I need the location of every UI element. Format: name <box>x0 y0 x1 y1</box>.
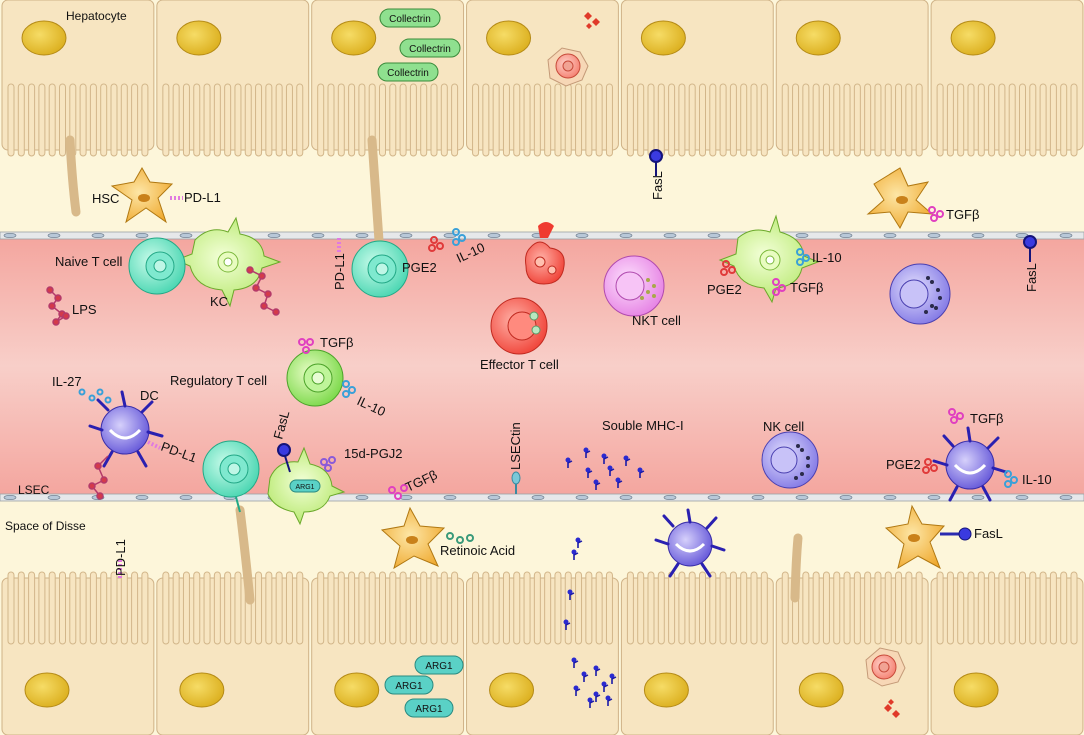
label-tgfb-kc2: TGFβ <box>790 280 823 295</box>
hepatocyte-process <box>235 505 255 605</box>
dendritic-cell-disse <box>654 508 726 578</box>
hsc-cell-bottom-right <box>884 504 972 570</box>
label-fasl-right: FasL <box>1024 263 1039 292</box>
label-il27: IL-27 <box>52 374 82 389</box>
label-pdl1-lsec: PD-L1 <box>332 253 347 290</box>
apoptotic-hepatocyte-bottom <box>865 647 906 718</box>
label-tgfb-treg: TGFβ <box>320 335 353 350</box>
arg1-group: ARG1 ARG1 ARG1 <box>384 655 464 718</box>
label-pge2-top: PGE2 <box>402 260 437 275</box>
label-treg: Regulatory T cell <box>170 373 267 388</box>
soluble-mhc-markers <box>563 447 645 708</box>
hepatocyte-row-top <box>1 0 1084 157</box>
nucleus <box>953 672 999 708</box>
kupffer-cell-left <box>174 216 282 308</box>
label-mhc: Souble MHC-I <box>602 418 684 433</box>
pdl1-receptor <box>118 238 341 580</box>
label-fasl-top: FasL <box>650 171 665 200</box>
nucleus <box>798 672 844 708</box>
nucleus <box>331 20 377 56</box>
dendritic-cell-right <box>932 426 1008 502</box>
label-il10-kc2: IL-10 <box>812 250 842 265</box>
dendritic-cell-left <box>88 390 164 468</box>
label-lsectin: LSECtin <box>508 422 523 470</box>
label-pge2-dc2: PGE2 <box>886 457 921 472</box>
label-effector: Effector T cell <box>480 357 559 372</box>
nucleus <box>334 672 380 708</box>
nucleus <box>179 672 225 708</box>
nkt-cell <box>603 255 665 317</box>
label-nkt: NKT cell <box>632 313 681 328</box>
hsc-cell-bottom <box>380 506 446 570</box>
nucleus <box>21 20 67 56</box>
nucleus <box>640 20 686 56</box>
lps-molecule <box>46 286 70 326</box>
nucleus <box>489 672 535 708</box>
nucleus <box>176 20 222 56</box>
lps-molecule-dc <box>88 455 109 500</box>
collectrin-group: Collectrin Collectrin Collectrin <box>377 8 461 82</box>
label-lsec: LSEC <box>18 483 50 497</box>
nucleus <box>795 20 841 56</box>
nucleus <box>643 672 689 708</box>
nucleus <box>486 20 532 56</box>
regulatory-t-cell <box>286 349 344 407</box>
collectrin-label: Collectrin <box>409 44 451 55</box>
hepatocyte-process <box>790 533 803 603</box>
label-naive-t: Naive T cell <box>55 254 123 269</box>
label-pgj2: 15d-PGJ2 <box>344 446 403 461</box>
label-pdl1-disse: PD-L1 <box>113 539 128 576</box>
hepatocyte-row-bottom <box>1 571 1084 735</box>
label-nk: NK cell <box>763 419 804 434</box>
arg1-label: ARG1 <box>415 704 443 715</box>
kupffer-cell-right <box>718 214 820 304</box>
fasl-receptor <box>277 149 1037 473</box>
nucleus <box>24 672 70 708</box>
naive-t-cell-upper <box>128 237 186 295</box>
collectrin-label: Collectrin <box>387 68 429 79</box>
cytokine-dots <box>78 206 1018 544</box>
collectrin-label: Collectrin <box>389 14 431 25</box>
apoptotic-hepatocyte-top <box>547 12 600 87</box>
label-kc: KC <box>210 294 228 309</box>
label-retinoic: Retinoic Acid <box>440 543 515 558</box>
kupffer-cell-lower: ARG1 <box>267 446 346 526</box>
apoptotic-effector-cell <box>525 222 565 285</box>
arg1-small-label: ARG1 <box>295 484 314 491</box>
effector-t-cell <box>490 297 548 355</box>
label-il10-dc2: IL-10 <box>1022 472 1052 487</box>
naive-t-cell-center <box>351 240 409 298</box>
label-fasl-left: FasL <box>270 409 292 441</box>
naive-t-cell-lower <box>202 440 260 513</box>
hsc-cell-top-right <box>866 167 934 230</box>
nk-cell-lower <box>761 431 819 489</box>
label-lps: LPS <box>72 302 97 317</box>
label-pge2-kc2: PGE2 <box>707 282 742 297</box>
lsectin-receptor <box>511 471 521 494</box>
hepatocyte-process <box>65 135 81 217</box>
label-hepatocyte: Hepatocyte <box>66 9 127 23</box>
arg1-label: ARG1 <box>395 681 423 692</box>
label-fasl-bottom: FasL <box>974 526 1003 541</box>
label-dc: DC <box>140 388 159 403</box>
hsc-cell-top-left <box>110 166 183 224</box>
label-pdl1-hsc: PD-L1 <box>184 190 221 205</box>
label-hsc: HSC <box>92 191 119 206</box>
nucleus <box>950 20 996 56</box>
arg1-label: ARG1 <box>425 661 453 672</box>
label-tgfb-hsc-right: TGFβ <box>946 207 979 222</box>
nk-cell-upper <box>889 263 951 325</box>
lps-molecule-kc <box>246 266 280 316</box>
label-tgfb-dc2: TGFβ <box>970 411 1003 426</box>
label-disse: Space of Disse <box>5 519 86 533</box>
